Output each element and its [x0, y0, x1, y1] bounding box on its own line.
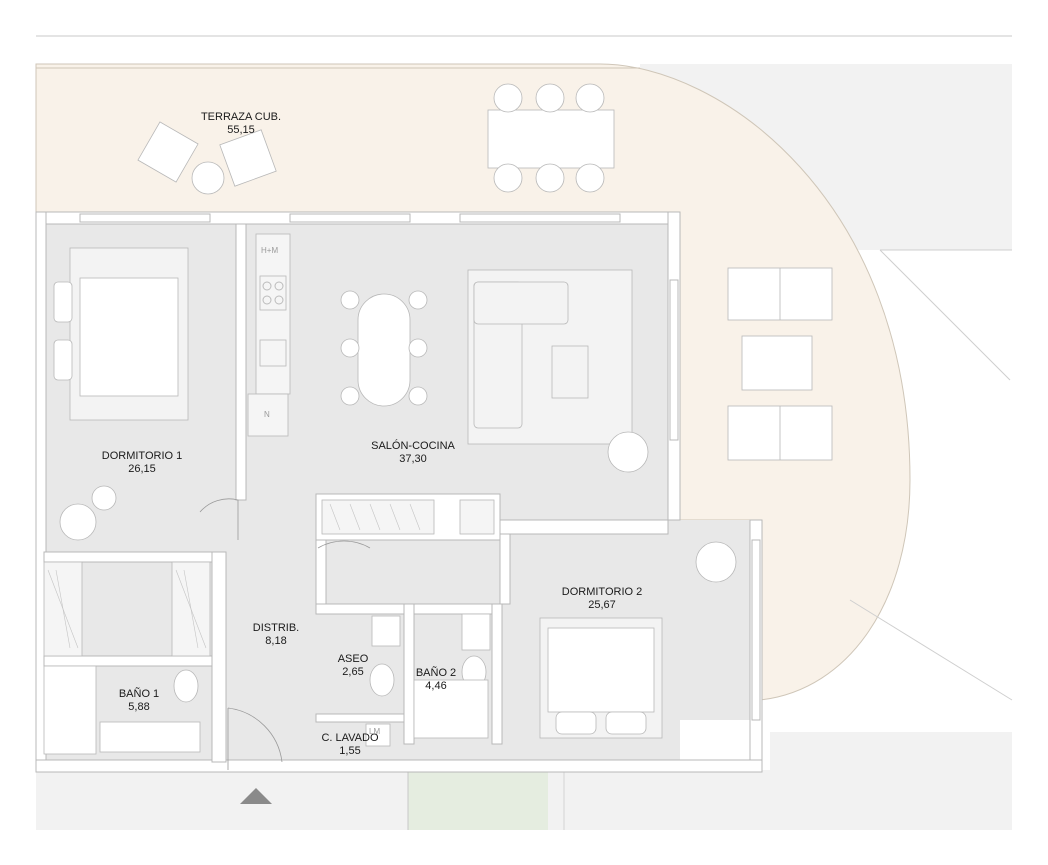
entrance-arrow-icon: [240, 788, 272, 804]
room-name: BAÑO 1: [118, 688, 160, 700]
room-name: DORMITORIO 2: [561, 586, 643, 598]
wall-aseo-east: [403, 603, 415, 745]
coffee-table: [551, 345, 589, 399]
terrace-area: [35, 63, 911, 701]
room-area: 26,15: [128, 463, 156, 475]
garden-strip: [408, 772, 548, 830]
kitchen-hob: [259, 275, 287, 311]
core-cabinet-2: [459, 499, 495, 535]
room-name: DORMITORIO 1: [101, 450, 183, 462]
window-1: [79, 213, 211, 223]
room-area: 25,67: [588, 599, 616, 611]
room-area: 8,18: [265, 635, 287, 647]
room-label-salon: SALÓN-COCINA 37,30: [371, 440, 455, 466]
window-2: [289, 213, 411, 223]
room-label-terraza: TERRAZA CUB. 55,15: [201, 111, 281, 137]
room-area: 37,30: [399, 453, 427, 465]
wall-salon-south: [499, 519, 669, 535]
sofa-back: [473, 281, 569, 325]
room-area: 5,88: [128, 701, 150, 713]
room-label-dormitorio2: DORMITORIO 2 25,67: [562, 586, 642, 612]
wall-corridor-west: [211, 551, 227, 763]
window-dorm2: [751, 539, 761, 721]
room-label-dormitorio1: DORMITORIO 1 26,15: [102, 450, 182, 476]
fridge-label: N: [264, 410, 270, 419]
room-name: BAÑO 2: [415, 667, 457, 679]
wall-lavado-top: [315, 713, 405, 723]
room-name: DISTRIB.: [252, 622, 300, 634]
room-name: TERRAZA CUB.: [200, 111, 282, 123]
wall-closet: [43, 551, 213, 563]
window-3: [459, 213, 621, 223]
wall-bano2-east: [491, 603, 503, 745]
dining-table: [357, 293, 411, 407]
terrace-table: [487, 109, 615, 169]
core-cabinet: [321, 499, 435, 535]
room-area: 1,55: [339, 745, 361, 757]
wall-bano1-top: [43, 655, 213, 667]
room-label-distrib: DISTRIB. 8,18: [253, 622, 299, 648]
room-label-aseo: ASEO 2,65: [338, 653, 369, 679]
wall-dorm1-east: [235, 223, 247, 501]
window-right: [669, 279, 679, 441]
room-area: 4,46: [425, 680, 447, 692]
kitchen-sink: [259, 339, 287, 367]
room-name: ASEO: [337, 653, 369, 665]
exterior-bottom-right: [770, 732, 1012, 830]
wall-bath-west: [315, 539, 327, 605]
washer-label: LM: [369, 727, 381, 736]
wall-bottom: [35, 759, 763, 773]
room-label-lavado: C. LAVADO 1,55: [321, 732, 378, 758]
hm-appliance-label: H+M: [261, 246, 279, 255]
room-name: C. LAVADO: [321, 732, 379, 744]
room-label-bano2: BAÑO 2 4,46: [416, 667, 456, 693]
room-name: SALÓN-COCINA: [371, 440, 455, 452]
room-label-bano1: BAÑO 1 5,88: [119, 688, 159, 714]
room-area: 55,15: [227, 124, 255, 136]
fridge: [247, 393, 289, 437]
bano1-shower: [43, 665, 97, 755]
kitchen-counter: [255, 233, 291, 395]
room-area: 2,65: [342, 666, 364, 678]
